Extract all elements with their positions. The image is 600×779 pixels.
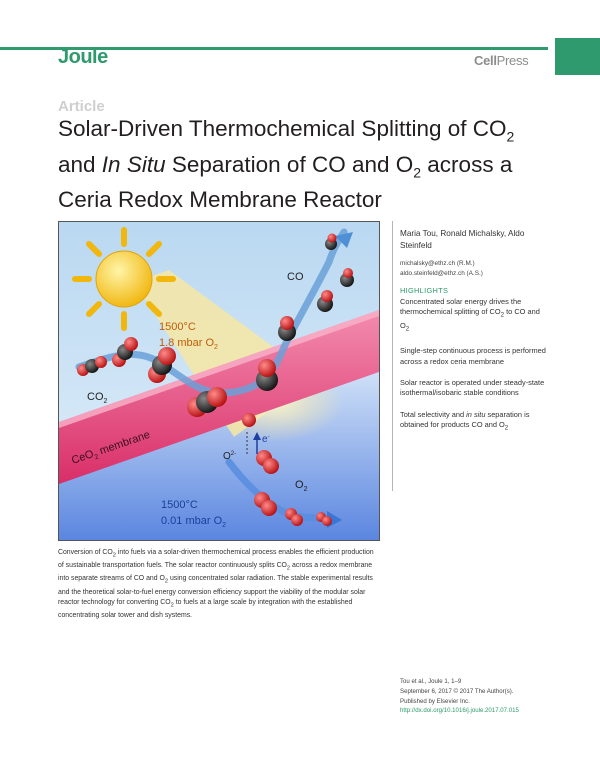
title-line2-c: across a (421, 151, 513, 177)
email-link[interactable]: michalsky@ethz.ch (R.M.) (400, 260, 475, 267)
citation-line: Published by Elsevier Inc. (400, 697, 470, 705)
co2-molecule-icon (112, 337, 138, 367)
citation-line: September 6, 2017 © 2017 The Author(s). (400, 687, 514, 695)
doi-link[interactable]: http://dx.doi.org/10.1016/j.joule.2017.0… (400, 707, 519, 715)
electron-arrowhead-icon (253, 432, 261, 440)
label-bottom-temperature: 1500°C (161, 499, 198, 511)
publisher-logo-light: Press (496, 53, 529, 68)
title-line2-a: and (58, 151, 102, 177)
co2-molecule-icon (77, 356, 107, 376)
co-molecule-icon (317, 290, 333, 312)
graphical-abstract-illustration: CO CO2 1500°C 1.8 mbar O2 CeO2 membrane … (59, 222, 379, 540)
co2-molecule-icon (187, 387, 227, 417)
sun-icon (72, 227, 176, 331)
header-accent-block (555, 38, 600, 75)
email-link[interactable]: aldo.steinfeld@ethz.ch (A.S.) (400, 270, 483, 277)
o2-molecule-icon (316, 512, 332, 526)
title-line1: Solar-Driven Thermochemical Splitting of… (58, 116, 507, 141)
o2-molecule-icon (256, 450, 279, 474)
citation-block: Tou et al., Joule 1, 1–9 September 6, 20… (400, 677, 560, 716)
label-electron: e- (262, 434, 270, 445)
o-atom-icon (242, 413, 256, 427)
highlights-heading: HIGHLIGHTS (400, 286, 449, 295)
title-line2-b: Separation of CO and O (165, 151, 414, 177)
co-molecule-icon (325, 233, 337, 250)
header-rule (0, 47, 548, 50)
highlight-item: Single-step continuous process is perfor… (400, 346, 546, 366)
co2-molecule-icon (148, 347, 176, 383)
publisher-logo-bold: Cell (474, 53, 497, 68)
abstract-text: Conversion of CO2 into fuels via a solar… (58, 549, 374, 620)
label-top-pressure: 1.8 mbar O2 (159, 337, 218, 351)
title-line3: Ceria Redox Membrane Reactor (58, 187, 382, 212)
highlight-item: Total selectivity and in situ separation… (400, 409, 530, 432)
o2-molecule-icon (254, 492, 277, 516)
author-list: Maria Tou, Ronald Michalsky, Aldo Steinf… (400, 229, 525, 250)
citation-line: Tou et al., Joule 1, 1–9 (400, 678, 462, 685)
co-molecule-icon (256, 359, 278, 391)
label-oxygen-ion: O2- (223, 451, 236, 462)
highlight-item: Concentrated solar energy drives the the… (400, 297, 540, 333)
o2-molecule-icon (285, 508, 303, 526)
label-top-temperature: 1500°C (159, 321, 196, 333)
sidebar-divider (392, 221, 393, 491)
label-co: CO (287, 271, 304, 283)
sidebar: Maria Tou, Ronald Michalsky, Aldo Steinf… (400, 228, 550, 445)
label-co2: CO2 (87, 391, 108, 405)
journal-logo[interactable]: Joule (58, 46, 108, 68)
article-type-label: Article (58, 98, 105, 115)
title-line2-em: In Situ (101, 151, 166, 177)
publisher-logo[interactable]: CellPress (474, 53, 529, 68)
title-sub: 2 (506, 128, 515, 145)
highlight-item: Solar reactor is operated under steady-s… (400, 377, 545, 398)
graphical-abstract: CO CO2 1500°C 1.8 mbar O2 CeO2 membrane … (58, 221, 380, 541)
co-molecule-icon (278, 316, 296, 341)
correspondence: michalsky@ethz.ch (R.M.) aldo.steinfeld@… (400, 259, 550, 279)
label-o2: O2 (295, 479, 308, 493)
article-title: Solar-Driven Thermochemical Splitting of… (58, 115, 578, 214)
co-arrowhead-icon (335, 232, 353, 248)
label-bottom-pressure: 0.01 mbar O2 (161, 515, 226, 529)
co-molecule-icon (340, 268, 354, 287)
title-sub: 2 (413, 164, 422, 180)
